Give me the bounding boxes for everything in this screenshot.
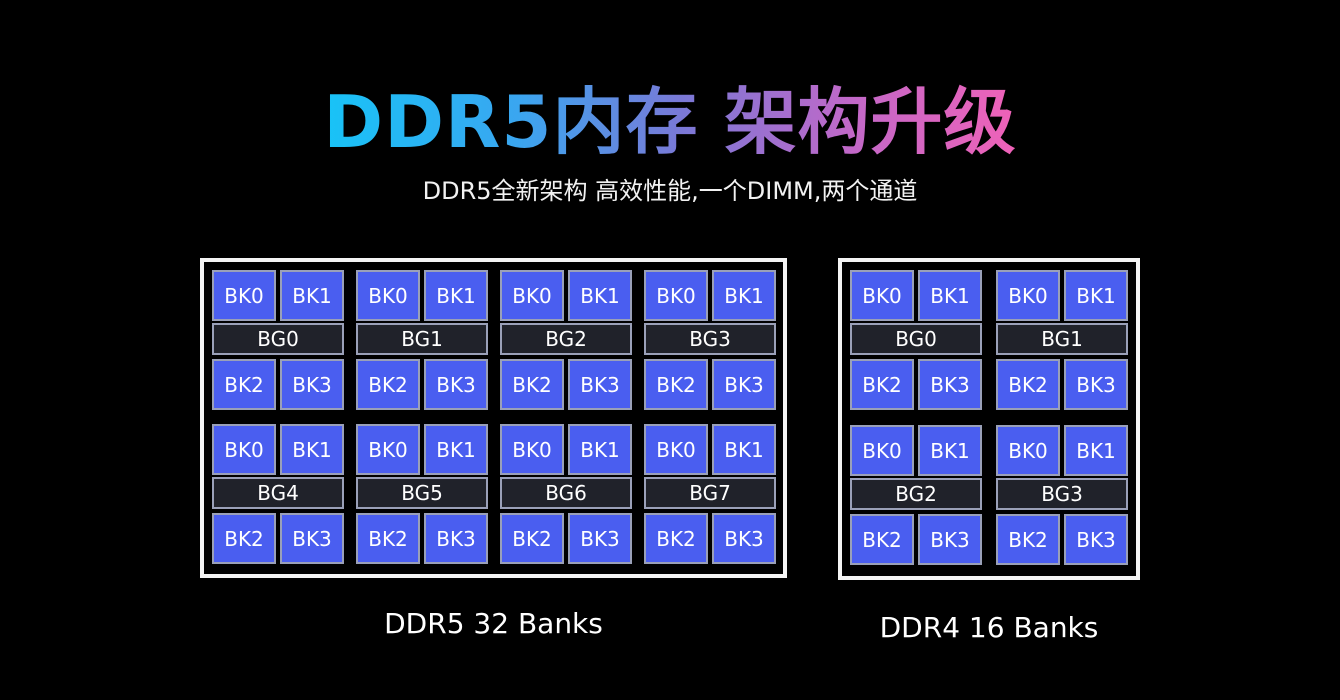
bank-cell: BK1	[1064, 425, 1128, 476]
bank-cell: BK1	[424, 270, 488, 321]
bank-cell: BK3	[1064, 359, 1128, 410]
bank-group-label: BG3	[644, 323, 776, 355]
bank-cell: BK2	[356, 513, 420, 564]
bank-group-label: BG0	[212, 323, 344, 355]
bank-cell: BK0	[212, 424, 276, 475]
bank-cell: BK3	[280, 513, 344, 564]
bank-cell: BK1	[568, 424, 632, 475]
bank-cell: BK0	[644, 424, 708, 475]
bank-cell: BK1	[918, 270, 982, 321]
bank-cell: BK3	[918, 359, 982, 410]
bank-cell: BK3	[712, 513, 776, 564]
bank-cell: BK1	[1064, 270, 1128, 321]
bank-cell: BK0	[850, 425, 914, 476]
bank-cell: BK3	[280, 359, 344, 410]
bank-cell: BK3	[1064, 514, 1128, 565]
ddr4-caption: DDR4 16 Banks	[879, 611, 1099, 644]
bank-cell: BK2	[500, 513, 564, 564]
page-title: DDR5内存 架构升级	[0, 82, 1340, 162]
bank-cell: BK0	[644, 270, 708, 321]
page-subtitle: DDR5全新架构 高效性能,一个DIMM,两个通道	[422, 177, 918, 205]
bank-group-label: BG5	[356, 477, 488, 509]
bank-group-label: BG2	[500, 323, 632, 355]
bank-group-label: BG3	[996, 478, 1128, 510]
bank-cell: BK1	[280, 270, 344, 321]
bank-cell: BK2	[500, 359, 564, 410]
bank-group-label: BG6	[500, 477, 632, 509]
bank-cell: BK1	[424, 424, 488, 475]
page-title-text: DDR5内存 架构升级	[323, 80, 1017, 164]
bank-cell: BK0	[996, 270, 1060, 321]
bank-cell: BK2	[850, 359, 914, 410]
bank-cell: BK0	[500, 270, 564, 321]
ddr5-caption: DDR5 32 Banks	[384, 607, 603, 640]
bank-cell: BK0	[850, 270, 914, 321]
bank-group-label: BG7	[644, 477, 776, 509]
bank-cell: BK2	[644, 359, 708, 410]
bank-group-label: BG2	[850, 478, 982, 510]
bank-cell: BK3	[712, 359, 776, 410]
bank-group-label: BG1	[996, 323, 1128, 355]
bank-cell: BK0	[212, 270, 276, 321]
bank-cell: BK3	[918, 514, 982, 565]
bank-cell: BK0	[500, 424, 564, 475]
bank-cell: BK3	[424, 359, 488, 410]
bank-cell: BK2	[356, 359, 420, 410]
bank-cell: BK2	[212, 513, 276, 564]
bank-cell: BK2	[212, 359, 276, 410]
bank-cell: BK2	[996, 359, 1060, 410]
bank-cell: BK0	[356, 270, 420, 321]
bank-cell: BK0	[356, 424, 420, 475]
bank-group-label: BG0	[850, 323, 982, 355]
bank-cell: BK1	[712, 424, 776, 475]
bank-cell: BK0	[996, 425, 1060, 476]
bank-group-label: BG4	[212, 477, 344, 509]
bank-cell: BK3	[568, 359, 632, 410]
bank-cell: BK1	[712, 270, 776, 321]
bank-cell: BK2	[996, 514, 1060, 565]
bank-cell: BK2	[644, 513, 708, 564]
bank-cell: BK2	[850, 514, 914, 565]
bank-cell: BK1	[280, 424, 344, 475]
bank-cell: BK3	[568, 513, 632, 564]
bank-group-label: BG1	[356, 323, 488, 355]
bank-cell: BK3	[424, 513, 488, 564]
bank-cell: BK1	[918, 425, 982, 476]
bank-cell: BK1	[568, 270, 632, 321]
